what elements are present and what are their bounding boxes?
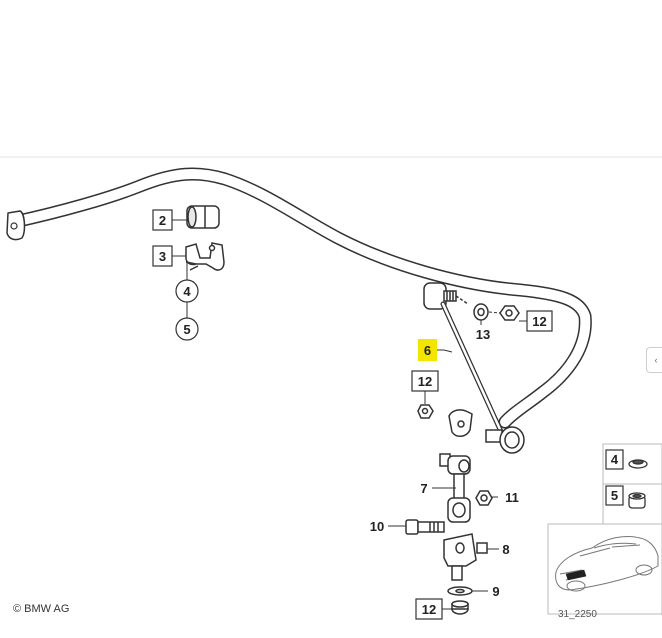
figure-reference: 31_2250 <box>558 609 597 620</box>
chevron-left-icon: ‹ <box>654 355 658 365</box>
callout-7-label: 7 <box>420 481 427 496</box>
car-location-thumbnail <box>547 523 662 615</box>
inset-callout-4-label: 4 <box>611 452 619 467</box>
callout-13: 13 <box>476 327 490 342</box>
nut-12-lower-part <box>451 600 469 615</box>
callout-3-label: 3 <box>159 249 166 264</box>
callout-11-label: 11 <box>505 490 519 505</box>
washer-9-part <box>447 586 473 596</box>
callout-12-lower-label: 12 <box>422 602 436 617</box>
left-leader-lines <box>172 219 188 318</box>
inset-bushing-4 <box>628 459 648 469</box>
washer-13-part <box>473 303 489 321</box>
callout-12-middle: 12 <box>411 370 439 392</box>
rubber-mount-part <box>186 205 220 229</box>
callout-7: 7 <box>420 481 427 496</box>
callout-12-middle-label: 12 <box>418 374 432 389</box>
nut-12-upper-part <box>499 305 520 321</box>
callout-11: 11 <box>505 490 519 505</box>
callout-4-label: 4 <box>183 284 191 299</box>
nut-11-part <box>475 490 493 506</box>
lower-link-part <box>439 453 471 523</box>
callout-8-label: 8 <box>502 542 509 557</box>
callout-6-label: 6 <box>424 343 431 358</box>
callout-8: 8 <box>502 542 509 557</box>
link-upper-end <box>423 282 469 310</box>
callout-12-upper-label: 12 <box>532 314 546 329</box>
callout-9-label: 9 <box>492 584 499 599</box>
inset-callout-5: 5 <box>605 485 624 506</box>
inset-detail-panel: 4 5 <box>602 443 662 525</box>
copyright-text: © BMW AG <box>13 603 69 615</box>
highlight-area <box>565 569 587 581</box>
dashed-axis <box>488 311 501 314</box>
inset-callout-5-label: 5 <box>611 488 618 503</box>
callout-4: 4 <box>175 279 199 303</box>
callout-12-upper: 12 <box>526 310 553 332</box>
inset-callout-4: 4 <box>605 449 624 470</box>
bracket-part <box>185 242 225 271</box>
callout-13-label: 13 <box>476 327 490 342</box>
link-rod-part <box>440 301 506 439</box>
stabilizer-bar <box>6 167 592 429</box>
bolt-10-part <box>405 519 445 535</box>
side-nav-tab[interactable]: ‹ <box>646 347 662 373</box>
callout-12-lower: 12 <box>415 598 443 620</box>
callout-2: 2 <box>152 209 173 231</box>
callout-9: 9 <box>492 584 499 599</box>
callout-10-label: 10 <box>370 519 384 534</box>
callout-6-highlighted: 6 <box>418 339 437 361</box>
callout-3: 3 <box>152 245 173 267</box>
callout-5-label: 5 <box>183 322 190 337</box>
bracket-8-part <box>443 533 488 581</box>
inset-bushing-5 <box>628 492 646 509</box>
callout-2-label: 2 <box>159 213 166 228</box>
nut-12-middle-part <box>417 404 434 419</box>
callout-10: 10 <box>370 519 384 534</box>
callout-5: 5 <box>175 317 199 341</box>
bar-lower-end <box>448 409 525 454</box>
